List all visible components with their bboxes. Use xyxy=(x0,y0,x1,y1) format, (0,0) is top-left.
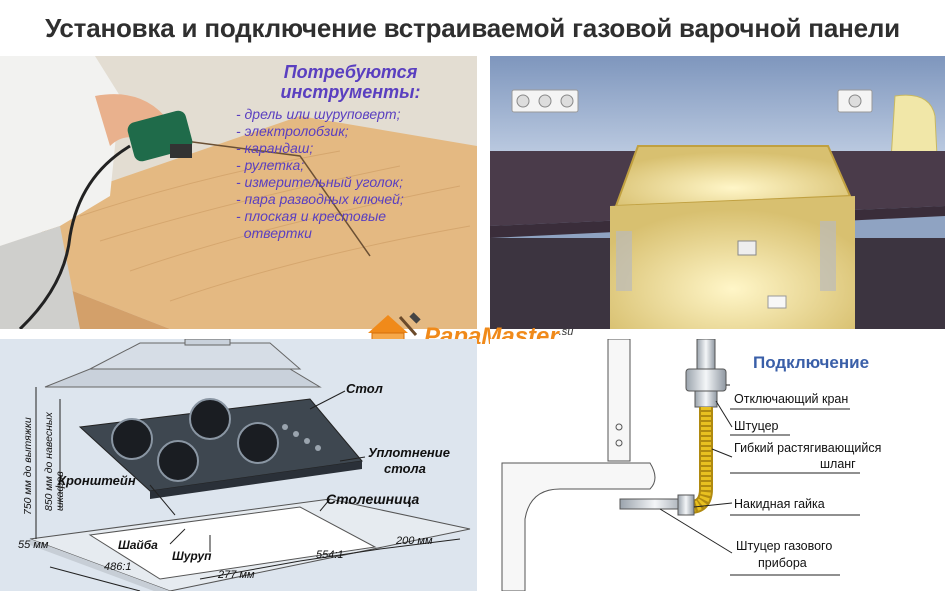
installation-diagram: Стол Уплотнение стола Столешница Кронште… xyxy=(0,339,477,591)
photo-cutting-countertop: Потребуются инструменты: - дрель или шур… xyxy=(0,56,477,329)
tools-heading-line1: Потребуются xyxy=(283,62,418,82)
label-table: Стол xyxy=(346,381,383,396)
dimension-850-line: 850 мм до навесных шкафов xyxy=(43,412,66,511)
dimension-554: 554:1 xyxy=(316,549,344,561)
cutout-scene-illustration xyxy=(490,56,945,329)
label-countertop: Столешница xyxy=(326,491,420,507)
label-washer: Шайба xyxy=(118,538,158,552)
cutting-scene-illustration xyxy=(0,56,477,329)
logo-suffix: .su xyxy=(558,326,574,338)
tool-item: - измерительный уголок; xyxy=(236,174,403,190)
label-nut: Накидная гайка xyxy=(734,497,825,511)
dimension-55: 55 мм xyxy=(18,539,49,551)
label-fitting: Штуцер xyxy=(734,419,779,433)
tool-item: - плоская и крестовые xyxy=(236,208,387,224)
label-device-fitting-line2: прибора xyxy=(758,556,807,570)
connection-heading: Подключение xyxy=(753,353,870,372)
tool-item: отвертки xyxy=(236,225,312,241)
label-device-fitting-line1: Штуцер газового xyxy=(736,539,833,553)
dimension-486: 486:1 xyxy=(104,561,132,573)
wall-socket-block xyxy=(511,89,579,113)
tools-list: - дрель или шуруповерт; - электролобзик;… xyxy=(236,106,473,242)
label-screw: Шуруп xyxy=(172,549,212,563)
tools-heading-line2: инструменты: xyxy=(280,82,421,102)
label-seal-line1: Уплотнение xyxy=(368,445,450,460)
tool-item: - карандаш; xyxy=(236,140,314,156)
dimension-750: 750 мм до вытяжки xyxy=(22,417,34,515)
label-hose-line1: Гибкий растягивающийся xyxy=(734,441,882,455)
tool-item: - пара разводных ключей; xyxy=(236,191,404,207)
connection-diagram-drawing xyxy=(501,339,860,591)
label-hose-line2: шланг xyxy=(820,457,856,471)
label-seal-line2: стола xyxy=(384,461,426,476)
tools-list-block: Потребуются инструменты: - дрель или шур… xyxy=(228,62,473,242)
tool-item: - электролобзик; xyxy=(236,123,349,139)
label-valve: Отключающий кран xyxy=(734,392,849,406)
tool-item: - дрель или шуруповерт; xyxy=(236,106,401,122)
dimension-200: 200 мм xyxy=(396,535,433,547)
tool-item: - рулетка; xyxy=(236,157,305,173)
page-title: Установка и подключение встраиваемой газ… xyxy=(45,13,900,43)
installation-diagram-drawing xyxy=(29,339,471,591)
dimension-277: 277 мм xyxy=(218,569,255,581)
label-bracket: Кронштейн xyxy=(58,473,136,488)
connection-diagram: Подключение Отключающий кран Штуцер Гибк… xyxy=(490,339,945,591)
photo-countertop-cutout xyxy=(490,56,945,329)
